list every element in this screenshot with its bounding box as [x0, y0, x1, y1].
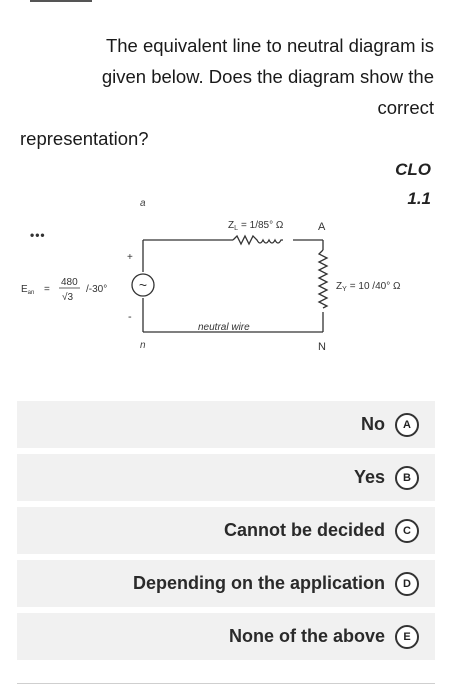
- line-z-value: = 1/85° Ω: [241, 220, 284, 231]
- circuit-diagram: ~ a A n N + - ZL= 1/85° Ω ZY= 10 /40° Ω …: [21, 198, 401, 353]
- line-z-symbol: Z: [228, 220, 234, 231]
- option-d-label: Depending on the application: [133, 573, 385, 593]
- clo-label: CLO: [395, 160, 431, 179]
- line-impedance-label: ZL= 1/85° Ω: [228, 220, 284, 232]
- source-eq: =: [44, 284, 50, 295]
- line-z-sub: L: [234, 225, 238, 232]
- minus-sign: -: [128, 311, 132, 323]
- source-denominator: √3: [62, 291, 73, 303]
- plus-sign: +: [127, 252, 133, 263]
- clo-tag: CLO 1.1: [395, 155, 431, 213]
- source-symbol: ~: [139, 277, 147, 293]
- source-E: E: [21, 284, 28, 295]
- top-divider: [30, 0, 92, 2]
- option-d-radio-icon[interactable]: D: [395, 571, 419, 596]
- node-A-label: A: [318, 221, 326, 233]
- load-z-sub: Y: [342, 286, 347, 293]
- node-a-label: a: [140, 198, 146, 209]
- voltage-source-icon: [131, 273, 155, 297]
- option-e-radio-icon[interactable]: E: [395, 624, 419, 649]
- option-b-label: Yes: [353, 467, 385, 487]
- source-sub: an: [28, 290, 35, 296]
- question-text: The equivalent line to neutral diagram i…: [14, 30, 434, 154]
- option-c[interactable]: Cannot be decided C: [17, 507, 435, 554]
- load-impedance-label: ZY= 10 /40° Ω: [336, 281, 401, 293]
- node-N-label: N: [318, 341, 326, 353]
- option-a-label: No: [361, 414, 385, 434]
- circuit-wires: [142, 239, 324, 333]
- load-z-symbol: Z: [336, 281, 342, 292]
- option-b[interactable]: Yes B: [17, 454, 435, 501]
- node-n-label: n: [140, 340, 146, 351]
- clo-value: 1.1: [407, 189, 431, 208]
- svg-text:Ean: Ean: [21, 284, 34, 296]
- option-a[interactable]: No A: [17, 401, 435, 448]
- question-line-2: given below. Does the diagram show the: [101, 66, 434, 87]
- option-a-radio-icon[interactable]: A: [395, 412, 419, 437]
- option-d[interactable]: Depending on the application D: [17, 560, 435, 607]
- line-impedance-coil: [232, 234, 283, 246]
- question-line-4: representation?: [20, 128, 149, 149]
- more-options-icon[interactable]: •••: [30, 228, 46, 242]
- answer-options: No A Yes B Cannot be decided C Depending…: [17, 401, 435, 666]
- bottom-divider: [17, 683, 435, 684]
- question-line-1: The equivalent line to neutral diagram i…: [105, 35, 434, 56]
- load-z-value: = 10 /40° Ω: [350, 281, 401, 292]
- option-c-radio-icon[interactable]: C: [395, 518, 419, 543]
- question-line-3: correct: [377, 97, 434, 118]
- option-c-label: Cannot be decided: [223, 520, 385, 540]
- neutral-wire-label: neutral wire: [198, 322, 250, 333]
- source-numerator: 480: [61, 277, 78, 288]
- source-voltage-label: Ean = 480 √3 /-30°: [21, 277, 107, 303]
- option-e-label: None of the above: [228, 626, 385, 646]
- source-angle: /-30°: [86, 284, 107, 295]
- load-impedance-coil: [317, 249, 329, 309]
- option-e[interactable]: None of the above E: [17, 613, 435, 660]
- option-b-radio-icon[interactable]: B: [395, 465, 419, 490]
